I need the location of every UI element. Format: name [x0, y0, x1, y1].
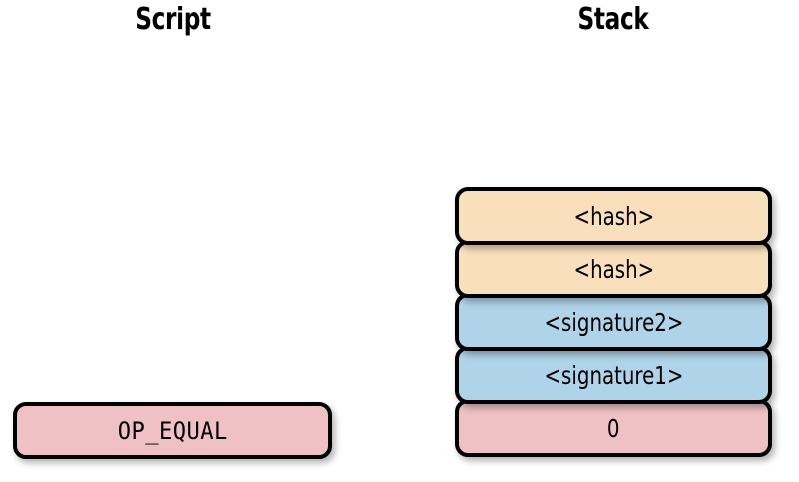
stack-item-label: <hash>	[573, 201, 654, 231]
stack-item-hash-second[interactable]: <hash>	[455, 240, 772, 298]
script-item-op-equal[interactable]: OP_EQUAL	[13, 402, 332, 459]
stack-item-label: <signature1>	[544, 360, 683, 390]
stack-item-zero[interactable]: 0	[455, 399, 772, 457]
stack-item-hash-top[interactable]: <hash>	[455, 187, 772, 245]
stack-item-label: <hash>	[573, 254, 654, 284]
stack-item-signature1[interactable]: <signature1>	[455, 346, 772, 404]
column-header-stack: Stack	[577, 2, 649, 37]
script-item-label: OP_EQUAL	[117, 416, 228, 445]
stack-item-signature2[interactable]: <signature2>	[455, 293, 772, 351]
column-header-script: Script	[135, 2, 211, 37]
stack-item-label: 0	[607, 413, 620, 443]
stack-item-label: <signature2>	[544, 307, 683, 337]
